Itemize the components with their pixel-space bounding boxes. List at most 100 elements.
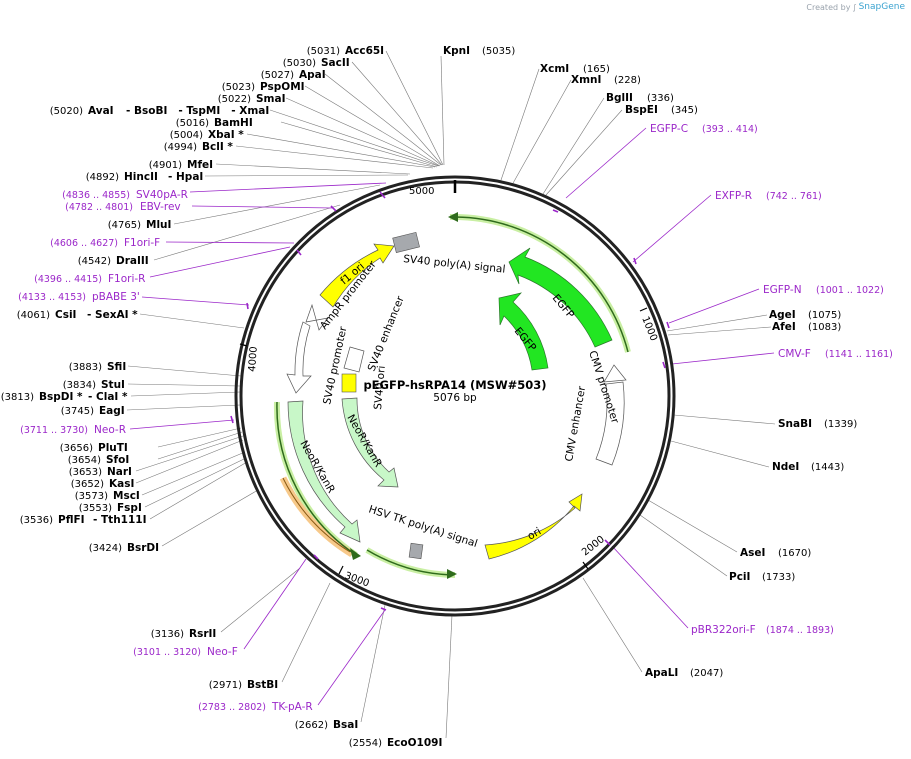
label-sv40-polya: SV40 poly(A) signal bbox=[403, 253, 506, 276]
site-pos: (3653) bbox=[69, 467, 102, 478]
site-name: MluI bbox=[146, 219, 171, 231]
sv40-promoter-arrow bbox=[286, 321, 312, 394]
site-name: StuI bbox=[101, 379, 125, 391]
sv40-polya-gray-box bbox=[392, 231, 420, 254]
egfp-outer-arrow bbox=[508, 247, 613, 348]
site-pos: (3652) bbox=[71, 479, 104, 490]
neor-orange-line bbox=[282, 477, 351, 553]
site-name: EcoO109I bbox=[387, 737, 442, 749]
site-pos: (3745) bbox=[61, 406, 94, 417]
site-name: XmnI bbox=[571, 74, 601, 86]
neor-outer-line bbox=[276, 401, 357, 556]
site-name: BsaI bbox=[333, 719, 358, 731]
site-pos: (228) bbox=[614, 75, 641, 86]
site-pos: (5030) bbox=[283, 58, 316, 69]
snapgene-logo-icon: ∫ bbox=[852, 2, 857, 12]
site-pos: (3136) bbox=[151, 629, 184, 640]
site-name: NarI bbox=[107, 466, 132, 478]
site-name: AfeI bbox=[772, 321, 796, 333]
site-name: MscI bbox=[113, 490, 140, 502]
site-name: SfiI bbox=[107, 361, 126, 373]
primer-range: (393 .. 414) bbox=[702, 124, 758, 135]
credit-brand: SnapGene bbox=[858, 2, 905, 12]
site-name: BclI * bbox=[202, 141, 233, 153]
label-hsv-tk: HSV TK poly(A) signal bbox=[367, 503, 479, 550]
site-name: BsrDI bbox=[127, 542, 159, 554]
primer-range: (1874 .. 1893) bbox=[766, 625, 834, 636]
primer-range: (4133 .. 4153) bbox=[18, 292, 86, 303]
site-name: XcmI bbox=[540, 63, 569, 75]
primer-range: (1001 .. 1022) bbox=[816, 285, 884, 296]
site-name: BstBI bbox=[247, 679, 278, 691]
tick-4000: 4000 bbox=[247, 346, 260, 372]
site-pos: (3656) bbox=[60, 443, 93, 454]
primer-name: SV40pA-R bbox=[136, 189, 188, 201]
site-pos: (336) bbox=[647, 93, 674, 104]
site-pos: (5022) bbox=[218, 94, 251, 105]
site-pos: (3654) bbox=[68, 455, 101, 466]
site-pos: (5016) bbox=[176, 118, 209, 129]
site-pos: (4994) bbox=[164, 142, 197, 153]
site-pos: (4061) bbox=[17, 310, 50, 321]
site-pos: (1075) bbox=[808, 310, 841, 321]
hsv-tk-line bbox=[366, 549, 453, 576]
primer-name: F1ori-R bbox=[108, 273, 145, 285]
enzyme-leader-lines bbox=[126, 50, 776, 739]
site-pos: (3553) bbox=[79, 503, 112, 514]
site-pos: (5027) bbox=[261, 70, 294, 81]
primer-name: pBABE 3' bbox=[92, 291, 140, 303]
primer-range: (1141 .. 1161) bbox=[825, 349, 893, 360]
plasmid-size: 5076 bp bbox=[433, 392, 477, 404]
backbone-outer bbox=[234, 175, 676, 617]
snapgene-credit: Created by ∫ SnapGene bbox=[806, 2, 905, 12]
site-pos: (165) bbox=[583, 64, 610, 75]
primer-name: pBR322ori-F bbox=[691, 624, 756, 636]
egfp-inner-arrow bbox=[498, 292, 549, 371]
site-name: SacII bbox=[321, 57, 350, 69]
cmv-enhancer-arrow bbox=[595, 381, 625, 466]
primer-name: EBV-rev bbox=[140, 201, 181, 213]
primer-name: EGFP-N bbox=[763, 284, 802, 296]
site-pos: (1443) bbox=[811, 462, 844, 473]
site-name: CsiI bbox=[55, 309, 76, 321]
primer-name: TK-pA-R bbox=[271, 701, 313, 713]
neor-kanr-inner-arrow bbox=[341, 397, 399, 488]
primer-range: (4782 .. 4801) bbox=[65, 202, 133, 213]
site-pos: (4892) bbox=[86, 172, 119, 183]
site-name-extra: - ClaI * bbox=[88, 391, 128, 403]
label-sv40-ori: SV40 ori bbox=[372, 365, 388, 410]
sv40-enhancer-box bbox=[343, 346, 365, 373]
primer-name: CMV-F bbox=[778, 348, 811, 360]
primer-name: EGFP-C bbox=[650, 123, 688, 135]
hsv-tk-arrowhead bbox=[447, 569, 457, 579]
primer-range: (3711 .. 3730) bbox=[20, 425, 88, 436]
site-name: ApaLI bbox=[645, 667, 678, 679]
site-name: EagI bbox=[99, 405, 125, 417]
site-pos: (3573) bbox=[75, 491, 108, 502]
tick-5000: 5000 bbox=[409, 186, 434, 197]
primer-range: (4606 .. 4627) bbox=[50, 238, 118, 249]
label-cmv-enhancer: CMV enhancer bbox=[563, 385, 588, 463]
site-pos: (3834) bbox=[63, 380, 96, 391]
ring-ticks bbox=[239, 307, 648, 575]
site-pos: (1670) bbox=[778, 548, 811, 559]
site-name: DraIII bbox=[116, 255, 149, 267]
sv40-polya-line bbox=[455, 216, 629, 353]
site-name: PciI bbox=[729, 571, 750, 583]
site-name: PflFI bbox=[58, 514, 85, 526]
site-pos: (5020) bbox=[50, 106, 83, 117]
site-pos: (3883) bbox=[69, 362, 102, 373]
site-name: KasI bbox=[109, 478, 134, 490]
neor-kanr-outer-arrow bbox=[287, 400, 361, 543]
primer-name: Neo-F bbox=[207, 646, 238, 658]
site-name: HincII bbox=[124, 171, 158, 183]
ori-arrow bbox=[484, 493, 583, 560]
site-name-extra: - BsoBI - TspMI - XmaI bbox=[126, 105, 269, 117]
primer-name: EXFP-R bbox=[715, 190, 752, 202]
site-name: AvaI bbox=[88, 105, 114, 117]
site-name: BspDI * bbox=[39, 391, 83, 403]
site-pos: (5035) bbox=[482, 46, 515, 57]
site-name: AgeI bbox=[769, 309, 796, 321]
site-name-extra: - Tth111I bbox=[93, 514, 147, 526]
site-pos: (3536) bbox=[20, 515, 53, 526]
